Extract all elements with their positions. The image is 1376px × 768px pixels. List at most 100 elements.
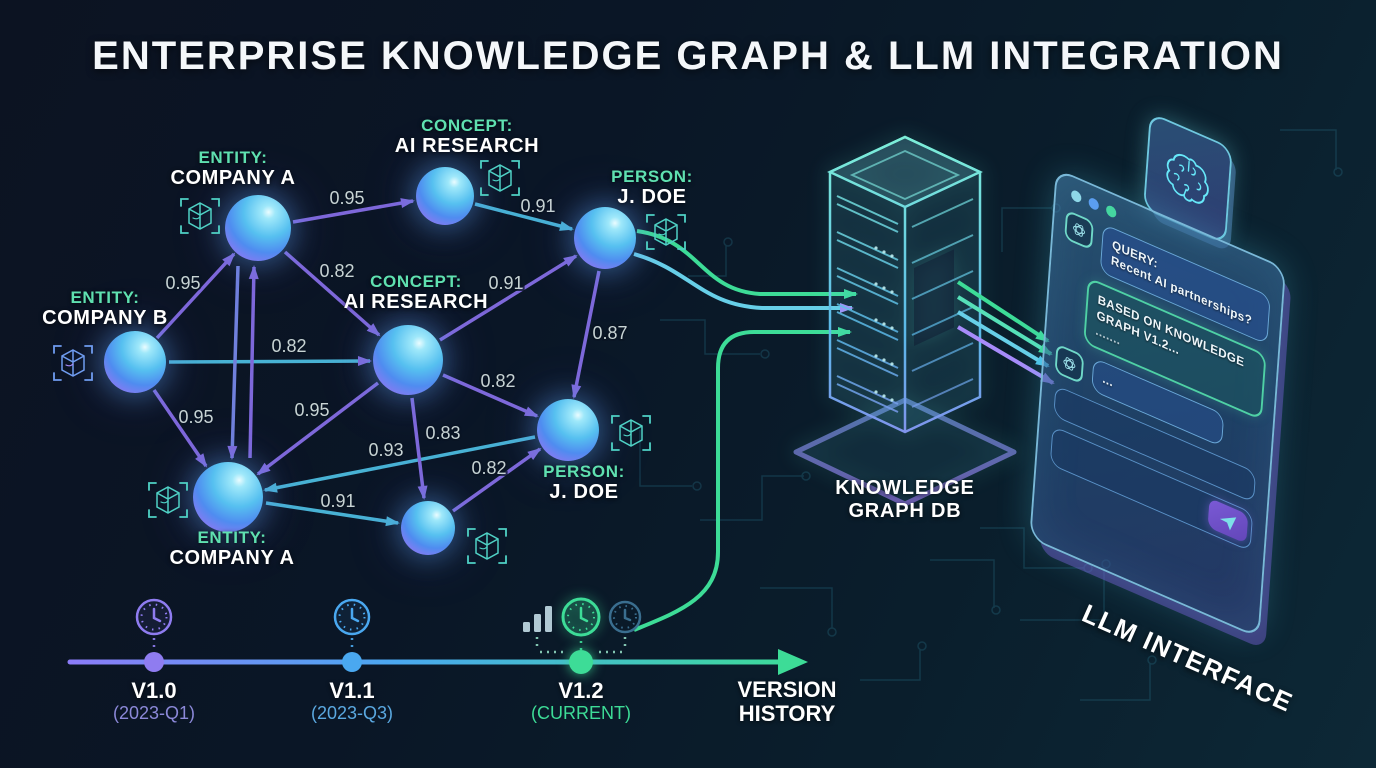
- graph-edge: [442, 373, 539, 418]
- node-label-j-doe-top: PERSON: J. DOE: [547, 166, 757, 208]
- window-dot[interactable]: [1070, 188, 1082, 204]
- clock-icon: [135, 598, 173, 636]
- graph-edge: [439, 254, 578, 342]
- milestone-date: (2023-Q3): [310, 703, 394, 723]
- edge-weight-label: 0.95: [178, 407, 213, 427]
- milestone-dot-v10[interactable]: [144, 652, 164, 672]
- graph-edge: [292, 198, 415, 224]
- bar-chart-icon: [523, 606, 552, 632]
- graph-node-company-a-bottom: [193, 462, 263, 532]
- edge-weight-label: 0.83: [425, 423, 460, 443]
- node-name-label: J. DOE: [549, 481, 619, 503]
- send-arrow-icon: [1219, 517, 1237, 531]
- graph-edge: [283, 250, 381, 337]
- server-port-leds: [874, 246, 894, 402]
- data-flow-arrow: [636, 229, 858, 299]
- graph-edge: [263, 435, 536, 493]
- db-label-line1: KNOWLEDGE: [835, 477, 975, 499]
- db-to-llm-connectors: [956, 280, 1055, 385]
- data-flow-arrow: [633, 252, 854, 313]
- node-type-label: ENTITY:: [197, 528, 267, 547]
- edge-weight-label: 0.82: [271, 336, 306, 356]
- edge-weight-label: 0.82: [471, 458, 506, 478]
- db-label: KNOWLEDGE GRAPH DB: [800, 477, 1010, 523]
- clock-icon-current: [561, 597, 601, 637]
- milestone-version: V1.2: [558, 678, 604, 703]
- db-label-line2: GRAPH DB: [848, 500, 962, 522]
- cube-scan-icon: [467, 528, 507, 564]
- cube-scan-icon: [148, 482, 188, 518]
- graph-edge: [227, 265, 240, 460]
- node-label-j-doe-bottom: PERSON: J. DOE: [479, 461, 689, 503]
- timeline-milestone-v10: V1.0 (2023-Q1): [64, 679, 244, 725]
- graph-node-company-b: [104, 331, 166, 393]
- node-name-label: AI RESEARCH: [394, 135, 540, 157]
- llm-brain-chip: [1143, 112, 1233, 245]
- axis-label-line1: VERSION: [737, 677, 837, 702]
- server-core: [914, 249, 954, 346]
- version-timeline: [67, 597, 808, 675]
- graph-node-unlabeled: [401, 501, 455, 555]
- graph-edge: [155, 252, 236, 340]
- cube-scan-icon: [53, 345, 93, 381]
- edge-weight-labels: 0.95 0.95 0.91 0.82 0.82 0.91 0.87 0.82 …: [163, 186, 629, 513]
- node-label-company-b: ENTITY: COMPANY B: [0, 287, 210, 329]
- brain-icon: [1166, 153, 1209, 204]
- cube-scan-icon: [611, 415, 651, 451]
- graph-edge: [410, 397, 428, 500]
- server-top-inset: [849, 150, 961, 200]
- graph-edge-set: [152, 198, 601, 527]
- milestone-version: V1.0: [131, 678, 177, 703]
- node-type-label: CONCEPT:: [370, 272, 462, 291]
- graph-node-j-doe-bottom: [537, 399, 599, 461]
- milestone-dot-v12[interactable]: [569, 650, 593, 674]
- node-name-label: AI RESEARCH: [343, 291, 489, 313]
- page-title: ENTERPRISE KNOWLEDGE GRAPH & LLM INTEGRA…: [92, 34, 1284, 78]
- graph-edge: [265, 501, 400, 527]
- clock-icon-dim: [608, 600, 642, 634]
- graph-edge: [168, 356, 372, 367]
- axis-label-line2: HISTORY: [738, 701, 836, 726]
- cube-scan-icon: [646, 214, 686, 250]
- ai-swirl-icon: [1064, 209, 1094, 251]
- data-flow-arrow: [956, 280, 1050, 343]
- edge-weight-label: 0.91: [320, 491, 355, 511]
- timeline-milestone-v12: V1.2 (CURRENT): [491, 679, 671, 725]
- window-dot[interactable]: [1088, 196, 1100, 212]
- node-name-label: COMPANY A: [169, 547, 295, 569]
- node-label-ai-research-mid: CONCEPT: AI RESEARCH: [311, 271, 521, 313]
- graph-node-company-a-top: [225, 195, 291, 261]
- message-input-bar[interactable]: [1049, 425, 1254, 552]
- node-type-label: PERSON:: [611, 167, 693, 186]
- edge-weight-label: 0.82: [319, 261, 354, 281]
- cube-scan-icon: [480, 160, 520, 196]
- node-type-label: CONCEPT:: [421, 116, 513, 135]
- chat-message-typing: ...: [1054, 341, 1261, 463]
- knowledge-graph-db-server: [793, 135, 1017, 507]
- ai-swirl-icon: [1054, 343, 1085, 385]
- node-name-label: J. DOE: [617, 186, 687, 208]
- timeline-arrowhead: [778, 649, 808, 675]
- window-dot[interactable]: [1105, 203, 1117, 220]
- node-type-label: ENTITY:: [198, 148, 268, 167]
- graph-node-ai-research-mid: [373, 325, 443, 395]
- data-flow-arrow: [956, 310, 1050, 368]
- timeline-dotted-connectors: [152, 637, 627, 654]
- send-button[interactable]: [1207, 497, 1249, 544]
- edge-weight-label: 0.91: [520, 196, 555, 216]
- edge-weight-label: 0.87: [592, 323, 627, 343]
- edge-weight-label: 0.95: [329, 188, 364, 208]
- data-flow-arrow: [956, 325, 1055, 385]
- milestone-dot-v11[interactable]: [342, 652, 362, 672]
- cube-scan-icon: [180, 198, 220, 234]
- timeline-to-db-connector: [633, 327, 852, 632]
- edge-weight-label: 0.95: [294, 400, 329, 420]
- milestone-version: V1.1: [329, 678, 375, 703]
- edge-weight-label: 0.93: [368, 440, 403, 460]
- graph-edge: [248, 265, 259, 459]
- clock-icon: [333, 598, 371, 636]
- timeline-milestone-v11: V1.1 (2023-Q3): [262, 679, 442, 725]
- data-flow-arrow: [956, 295, 1053, 356]
- edge-weight-label: 0.82: [480, 371, 515, 391]
